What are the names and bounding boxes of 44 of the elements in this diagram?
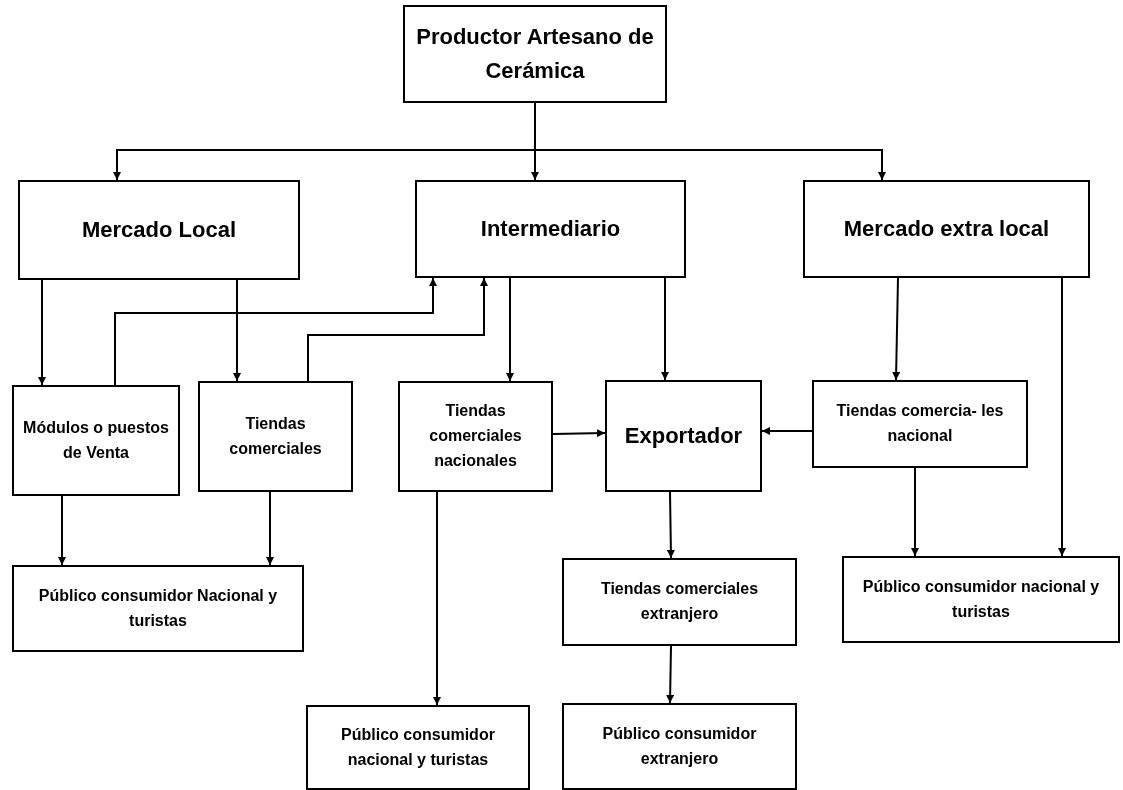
arrow: [114, 277, 437, 386]
process-box: [812, 380, 1028, 468]
arrow: [1058, 277, 1066, 557]
box-label: Público consumidor Nacional y turistas: [37, 585, 279, 631]
box-label: Tiendas comercia- les nacional: [835, 401, 1005, 446]
arrow: [38, 279, 46, 386]
process-box: [12, 565, 304, 652]
box-label: Productor Artesano de Cerámica: [415, 22, 655, 85]
box-label: Público consumidor nacional y turistas: [861, 576, 1101, 622]
process-box: [18, 180, 300, 280]
box-label: Tiendas comerciales nacionales: [428, 401, 523, 471]
arrow: [266, 491, 274, 566]
box-label: Exportador: [624, 421, 743, 450]
process-box: [605, 380, 762, 492]
box-label: Público consumidor nacional y turistas: [340, 724, 496, 770]
box-label: Tiendas comerciales extranjero: [599, 579, 760, 624]
box-label: Mercado extra local: [843, 214, 1050, 243]
box-label: Mercado Local: [81, 215, 236, 244]
process-box: [803, 180, 1090, 278]
arrow: [552, 429, 606, 438]
process-box: [842, 556, 1120, 643]
box-label: Público consumidor extranjero: [601, 723, 758, 769]
box-label: Tiendas comerciales: [228, 413, 323, 459]
arrow: [761, 427, 813, 435]
arrow: [892, 277, 901, 381]
arrow: [506, 277, 514, 382]
process-box: [306, 705, 530, 790]
box-label: Intermediario: [480, 214, 621, 243]
process-box: [403, 5, 667, 103]
process-box: [562, 558, 797, 646]
arrow: [307, 277, 488, 382]
arrow: [661, 277, 669, 381]
process-box: [562, 703, 797, 790]
process-box: [415, 180, 686, 278]
box-label: Módulos o puestos de Venta: [22, 417, 170, 463]
process-box: [198, 381, 353, 492]
process-box: [12, 385, 180, 496]
arrow: [911, 467, 919, 557]
arrow: [666, 645, 675, 704]
arrow: [666, 491, 675, 559]
arrow: [233, 279, 241, 382]
process-box: [398, 381, 553, 492]
arrow: [433, 491, 441, 706]
arrow: [58, 495, 66, 566]
